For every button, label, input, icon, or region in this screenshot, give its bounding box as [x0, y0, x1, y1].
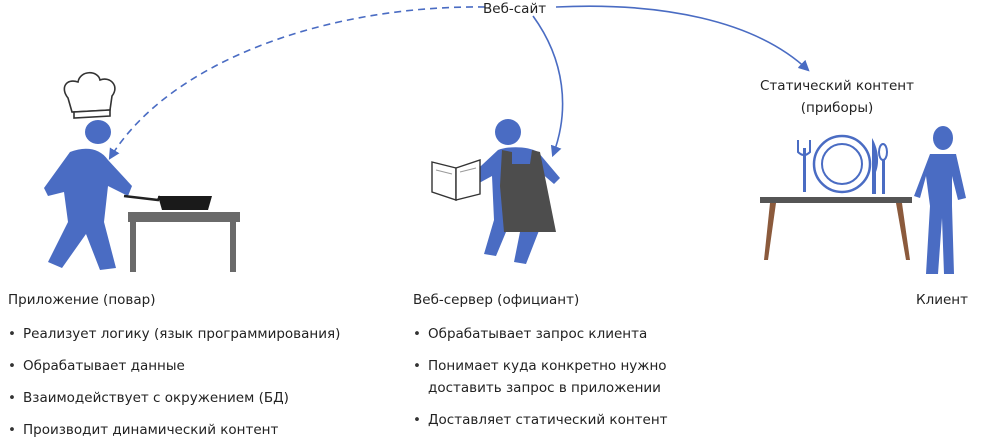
- server-bullet-1: Обрабатывает запрос клиента: [413, 324, 668, 344]
- arrow-to-server: [532, 15, 564, 158]
- server-bullet-2-line2: доставить запрос в приложении: [428, 380, 661, 396]
- app-bullet-list: Реализует логику (язык программирования)…: [8, 324, 340, 440]
- server-bullet-1-text: Обрабатывает запрос клиента: [428, 326, 648, 342]
- client-icon: [914, 126, 966, 274]
- server-bullet-list: Обрабатывает запрос клиента Понимает куд…: [413, 324, 668, 430]
- website-label: Веб-сайт: [483, 1, 547, 17]
- table-setting-icon: [760, 134, 912, 260]
- app-title: Приложение (повар): [8, 292, 156, 308]
- server-bullet-2: Понимает куда конкретно нужно доставить …: [413, 356, 668, 398]
- app-bullet-2: Обрабатывает данные: [8, 356, 340, 376]
- client-label: Клиент: [916, 292, 968, 308]
- app-bullet-4: Производит динамический контент: [8, 420, 340, 440]
- app-bullet-1: Реализует логику (язык программирования): [8, 324, 340, 344]
- static-content-line2: (приборы): [800, 100, 874, 116]
- server-title: Веб-сервер (официант): [413, 292, 580, 308]
- server-bullet-2-line1: Понимает куда конкретно нужно: [428, 358, 667, 374]
- server-bullet-3-text: Доставляет статический контент: [428, 412, 668, 428]
- arrow-to-static: [555, 5, 810, 72]
- chef-icon: [44, 71, 240, 272]
- waiter-icon: [431, 119, 560, 264]
- arrow-to-app: [108, 6, 486, 160]
- server-bullet-3: Доставляет статический контент: [413, 410, 668, 430]
- static-content-line1: Статический контент: [760, 78, 914, 94]
- app-bullet-3: Взаимодействует с окружением (БД): [8, 388, 340, 408]
- static-content-label: Статический контент (приборы): [737, 77, 937, 117]
